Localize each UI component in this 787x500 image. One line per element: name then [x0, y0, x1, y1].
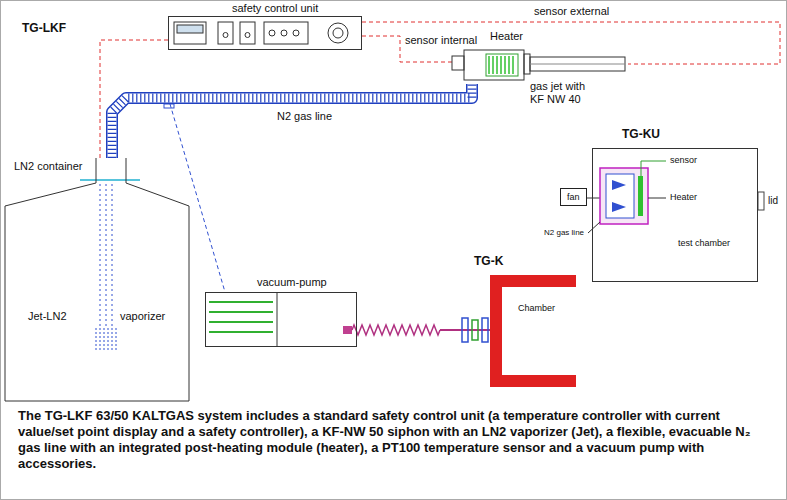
- sensor-external-wire: [362, 22, 780, 64]
- vaporizer-stroke: [96, 328, 97, 352]
- vaporizer-stroke: [100, 328, 101, 352]
- sensor-leader: [641, 161, 666, 176]
- node-heading: TG-K: [474, 255, 503, 269]
- hose-corrugation: [112, 84, 472, 158]
- vaporizer-stroke: [116, 328, 117, 352]
- node-outline: [590, 128, 762, 284]
- part-label: N2 gas line: [544, 228, 584, 237]
- kf-flange: [524, 54, 530, 74]
- ln2-container: LN2 containerJet-LN2 vaporizer: [4, 158, 190, 403]
- switch-panel: [240, 22, 255, 44]
- probe-flange: [472, 320, 478, 340]
- node-label: safety control unit: [232, 2, 318, 15]
- chamber: TG-K Chamber: [466, 255, 578, 390]
- cooling-fin: [209, 331, 273, 333]
- indicator: [269, 30, 275, 36]
- siphon-line: [112, 184, 113, 326]
- pump-divider: [277, 292, 278, 347]
- node-outline: [466, 255, 578, 390]
- test-chamber-wall: [593, 149, 758, 282]
- control-unit: safety control unit: [168, 2, 362, 50]
- fan-box: fan: [560, 188, 587, 206]
- switch: [245, 33, 250, 38]
- display-screen: [177, 25, 203, 33]
- node-label: LN2 container: [14, 160, 83, 173]
- switch-panel: [218, 22, 233, 44]
- heater-coil: [492, 56, 494, 74]
- probe-coil: [352, 325, 440, 335]
- heater-coil: [488, 56, 490, 74]
- gas-line-leader: [588, 222, 600, 233]
- siphon-line: [100, 184, 101, 326]
- gas-jet-bore: [530, 64, 625, 65]
- probe-flange: [482, 318, 488, 342]
- hose-inner: [112, 84, 472, 158]
- part-label: Heater: [670, 192, 697, 202]
- heater-module: [600, 168, 648, 224]
- controller-display: [174, 22, 206, 44]
- heater-element: [638, 176, 643, 216]
- cooling-fin: [209, 301, 273, 303]
- part-label: gas jet with KF NW 40: [530, 80, 602, 105]
- caption: The TG-LKF 63/50 KALTGAS system includes…: [18, 408, 773, 472]
- heater-leader: [648, 198, 666, 199]
- heater-coil: [508, 56, 510, 74]
- vaporizer-stroke: [112, 328, 113, 352]
- test-chamber: TG-KU test chamber: [590, 128, 762, 284]
- heater-housing: [464, 50, 524, 80]
- node-label: Jet-LN2: [28, 310, 67, 323]
- flow-arrow: [612, 202, 626, 212]
- diagram-title: TG-LKF: [22, 22, 66, 36]
- siphon-line: [106, 184, 107, 326]
- node-label: fan: [567, 192, 580, 202]
- node-heading: TG-KU: [622, 128, 660, 142]
- control-housing: [169, 17, 362, 50]
- heater-coil: [504, 56, 506, 74]
- probe-handle: [343, 326, 352, 334]
- heater-coil-box: [486, 54, 518, 76]
- node-label: vacuum-pump: [257, 276, 327, 289]
- knob: [328, 23, 348, 43]
- chamber-wall: [490, 275, 576, 387]
- vaporizer-stroke: [104, 328, 105, 352]
- indicator: [281, 30, 287, 36]
- probe-flange: [462, 318, 468, 342]
- safety-controller: [264, 22, 308, 44]
- node-label: vaporizer: [120, 310, 165, 323]
- flow-arrow: [612, 180, 626, 190]
- heater-coil: [512, 56, 514, 74]
- vaporizer-jet: [96, 328, 116, 352]
- switch: [223, 33, 228, 38]
- part-label: lid: [768, 195, 778, 207]
- cooling-fin: [209, 321, 273, 323]
- wire-label: sensor external: [534, 5, 609, 18]
- cooling-fin: [209, 311, 273, 313]
- module-duct: [606, 174, 634, 218]
- dewar-outline: [5, 158, 189, 401]
- node-label: test chamber: [678, 238, 730, 248]
- knob: [333, 28, 343, 38]
- edge-label: N2 gas line: [275, 110, 334, 123]
- vaporizer-stroke: [108, 328, 109, 352]
- vacuum-line: [170, 104, 225, 292]
- lid-handle: [758, 192, 764, 210]
- heater-plug: [452, 56, 464, 70]
- vacuum-pump: vacuum-pump: [205, 276, 357, 348]
- indicator: [293, 30, 299, 36]
- n2-gas-line: [112, 84, 472, 158]
- node-label: Chamber: [518, 303, 555, 313]
- node-outline: [4, 158, 190, 403]
- part-label: sensor: [670, 155, 697, 165]
- wire-label: sensor internal: [405, 34, 477, 47]
- gas-jet-tube: [530, 57, 625, 71]
- container-flange: [80, 179, 140, 181]
- pump-housing: [206, 293, 357, 347]
- heater-coil: [496, 56, 498, 74]
- heater-coil: [500, 56, 502, 74]
- node-label: Heater: [490, 30, 523, 43]
- vacuum-port: [164, 104, 174, 108]
